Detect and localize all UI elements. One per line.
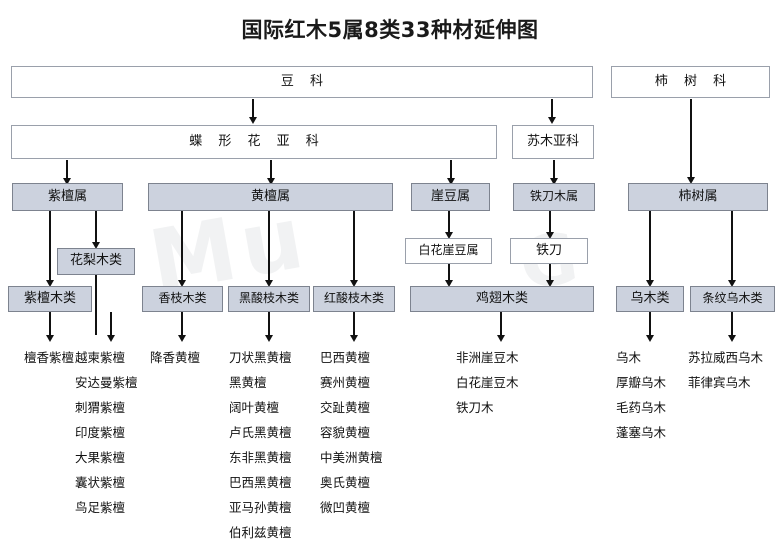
- category-tiaowenwumu-box: 条纹乌木类: [690, 286, 775, 312]
- species-item: 苏拉威西乌木: [688, 350, 764, 365]
- species-item: 东非黑黄檀: [229, 450, 292, 465]
- species-item: 降香黄檀: [150, 350, 201, 365]
- species-item: 刺猬紫檀: [75, 400, 126, 415]
- species-list-hongsuanzhi: 巴西黄檀赛州黄檀交趾黄檀容貌黄檀中美洲黄檀奥氏黄檀微凹黄檀: [320, 345, 412, 520]
- category-zitan-box: 紫檀木类: [8, 286, 92, 312]
- genus-millettia-box: 崖豆属: [411, 183, 490, 211]
- species-item: 黑黄檀: [229, 375, 267, 390]
- page-title: 国际红木5属8类33种材延伸图: [241, 18, 539, 42]
- species-item: 奥氏黄檀: [320, 475, 371, 490]
- genus-cassia-box: 铁刀木属: [513, 183, 595, 211]
- species-item: 卢氏黑黄檀: [229, 425, 292, 440]
- species-item: 厚瓣乌木: [616, 375, 667, 390]
- species-item: 蓬塞乌木: [616, 425, 667, 440]
- category-xiangzhi-box: 香枝木类: [142, 286, 223, 312]
- species-item: 安达曼紫檀: [75, 375, 138, 390]
- species-item: 微凹黄檀: [320, 500, 371, 515]
- category-wumu-box: 乌木类: [616, 286, 684, 312]
- group-hualimu-box: 花梨木类: [57, 248, 135, 275]
- species-list-xiangzhi: 降香黄檀: [150, 345, 240, 370]
- category-hongsuanzhi-box: 红酸枝木类: [313, 286, 395, 312]
- species-list-tiaowenwumu: 苏拉威西乌木菲律宾乌木: [688, 345, 780, 395]
- species-item: 巴西黄檀: [320, 350, 371, 365]
- genus-pterocarpus-box: 紫檀属: [12, 183, 123, 211]
- genus-baihuayadou-box: 白花崖豆属: [405, 238, 492, 264]
- species-item: 巴西黑黄檀: [229, 475, 292, 490]
- species-item: 鸟足紫檀: [75, 500, 126, 515]
- species-item: 亚马孙黄檀: [229, 500, 292, 515]
- species-list-hualimu: 越柬紫檀安达曼紫檀刺猬紫檀印度紫檀大果紫檀囊状紫檀鸟足紫檀: [75, 345, 175, 520]
- family-legume-box: 豆 科: [11, 66, 593, 98]
- species-list-heisuanzhi: 刀状黑黄檀黑黄檀阔叶黄檀卢氏黑黄檀东非黑黄檀巴西黑黄檀亚马孙黄檀伯利兹黄檀: [229, 345, 321, 545]
- family-ebenaceae-box: 柿 树 科: [611, 66, 770, 98]
- species-item: 刀状黑黄檀: [229, 350, 292, 365]
- species-item: 越柬紫檀: [75, 350, 126, 365]
- species-item: 印度紫檀: [75, 425, 126, 440]
- species-item: 乌木: [616, 350, 642, 365]
- species-item: 毛药乌木: [616, 400, 667, 415]
- species-item: 容貌黄檀: [320, 425, 371, 440]
- species-item: 白花崖豆木: [456, 375, 519, 390]
- species-item: 大果紫檀: [75, 450, 126, 465]
- species-item: 赛州黄檀: [320, 375, 371, 390]
- species-tiedao-box: 铁刀: [510, 238, 588, 264]
- species-list-wumu: 乌木厚瓣乌木毛药乌木蓬塞乌木: [616, 345, 696, 445]
- species-item: 菲律宾乌木: [688, 375, 751, 390]
- species-item: 伯利兹黄檀: [229, 525, 292, 540]
- subfamily-papilionoideae-box: 蝶 形 花 亚 科: [11, 125, 497, 159]
- species-item: 非洲崖豆木: [456, 350, 519, 365]
- species-item: 囊状紫檀: [75, 475, 126, 490]
- genus-diospyros-box: 柿树属: [628, 183, 768, 211]
- subfamily-caesalpinioideae-box: 苏木亚科: [512, 125, 594, 159]
- genus-dalbergia-box: 黄檀属: [148, 183, 393, 211]
- species-item: 交趾黄檀: [320, 400, 371, 415]
- category-heisuanzhi-box: 黑酸枝木类: [228, 286, 310, 312]
- species-list-zitan: 檀香紫檀: [0, 345, 98, 370]
- connector-hualimu-to-species: [95, 275, 97, 335]
- species-item: 铁刀木: [456, 400, 494, 415]
- species-item: 中美洲黄檀: [320, 450, 383, 465]
- species-item: 阔叶黄檀: [229, 400, 280, 415]
- species-list-jichi: 非洲崖豆木白花崖豆木铁刀木: [456, 345, 552, 420]
- species-item: 檀香紫檀: [23, 350, 74, 365]
- category-jichi-box: 鸡翅木类: [410, 286, 594, 312]
